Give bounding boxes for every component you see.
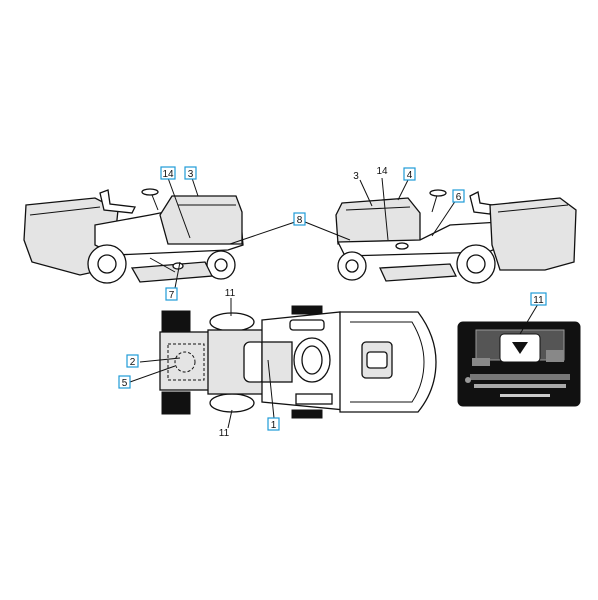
callout-3-left: 3 (188, 169, 194, 180)
callout-6: 6 (456, 192, 462, 203)
callout-3-right: 3 (353, 171, 359, 182)
tractor-top-view (159, 305, 437, 419)
control-panel-view (457, 321, 581, 407)
tractor-side-view-left (23, 188, 244, 284)
callout-11-top: 11 (225, 288, 236, 299)
tractor-side-view-right (335, 189, 577, 284)
leader-lines (129, 177, 539, 429)
callout-11-bottom: 11 (219, 428, 230, 439)
callout-1: 1 (271, 420, 277, 431)
callouts: 14 3 8 7 3 14 4 6 11 2 5 1 11 11 (118, 166, 547, 439)
callout-5: 5 (122, 378, 128, 389)
callout-7: 7 (169, 290, 175, 301)
callout-11-panel: 11 (533, 295, 544, 306)
callout-14-left: 14 (162, 169, 174, 180)
callout-2: 2 (130, 357, 136, 368)
callout-8: 8 (297, 215, 303, 226)
callout-4: 4 (407, 170, 413, 181)
callout-14-right: 14 (376, 166, 388, 177)
